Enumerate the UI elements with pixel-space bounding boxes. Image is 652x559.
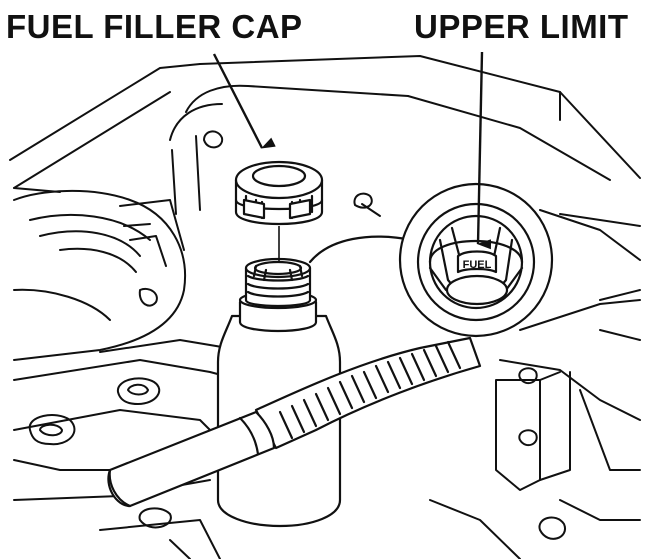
upper-limit-label: UPPER LIMIT (414, 8, 629, 45)
fuel-filler-cap-label: FUEL FILLER CAP (6, 8, 303, 45)
fuel-filler-cap (236, 162, 322, 224)
upper-limit-leader-arrow (478, 52, 492, 250)
fuel-tank (218, 259, 340, 526)
upper-limit-detail-callout (310, 184, 552, 336)
fuel-filler-cap-leader-arrow (214, 54, 276, 148)
fuel-level-mark: FUEL (463, 259, 492, 271)
fuel-hose (108, 338, 480, 506)
engine-housing (10, 56, 640, 559)
